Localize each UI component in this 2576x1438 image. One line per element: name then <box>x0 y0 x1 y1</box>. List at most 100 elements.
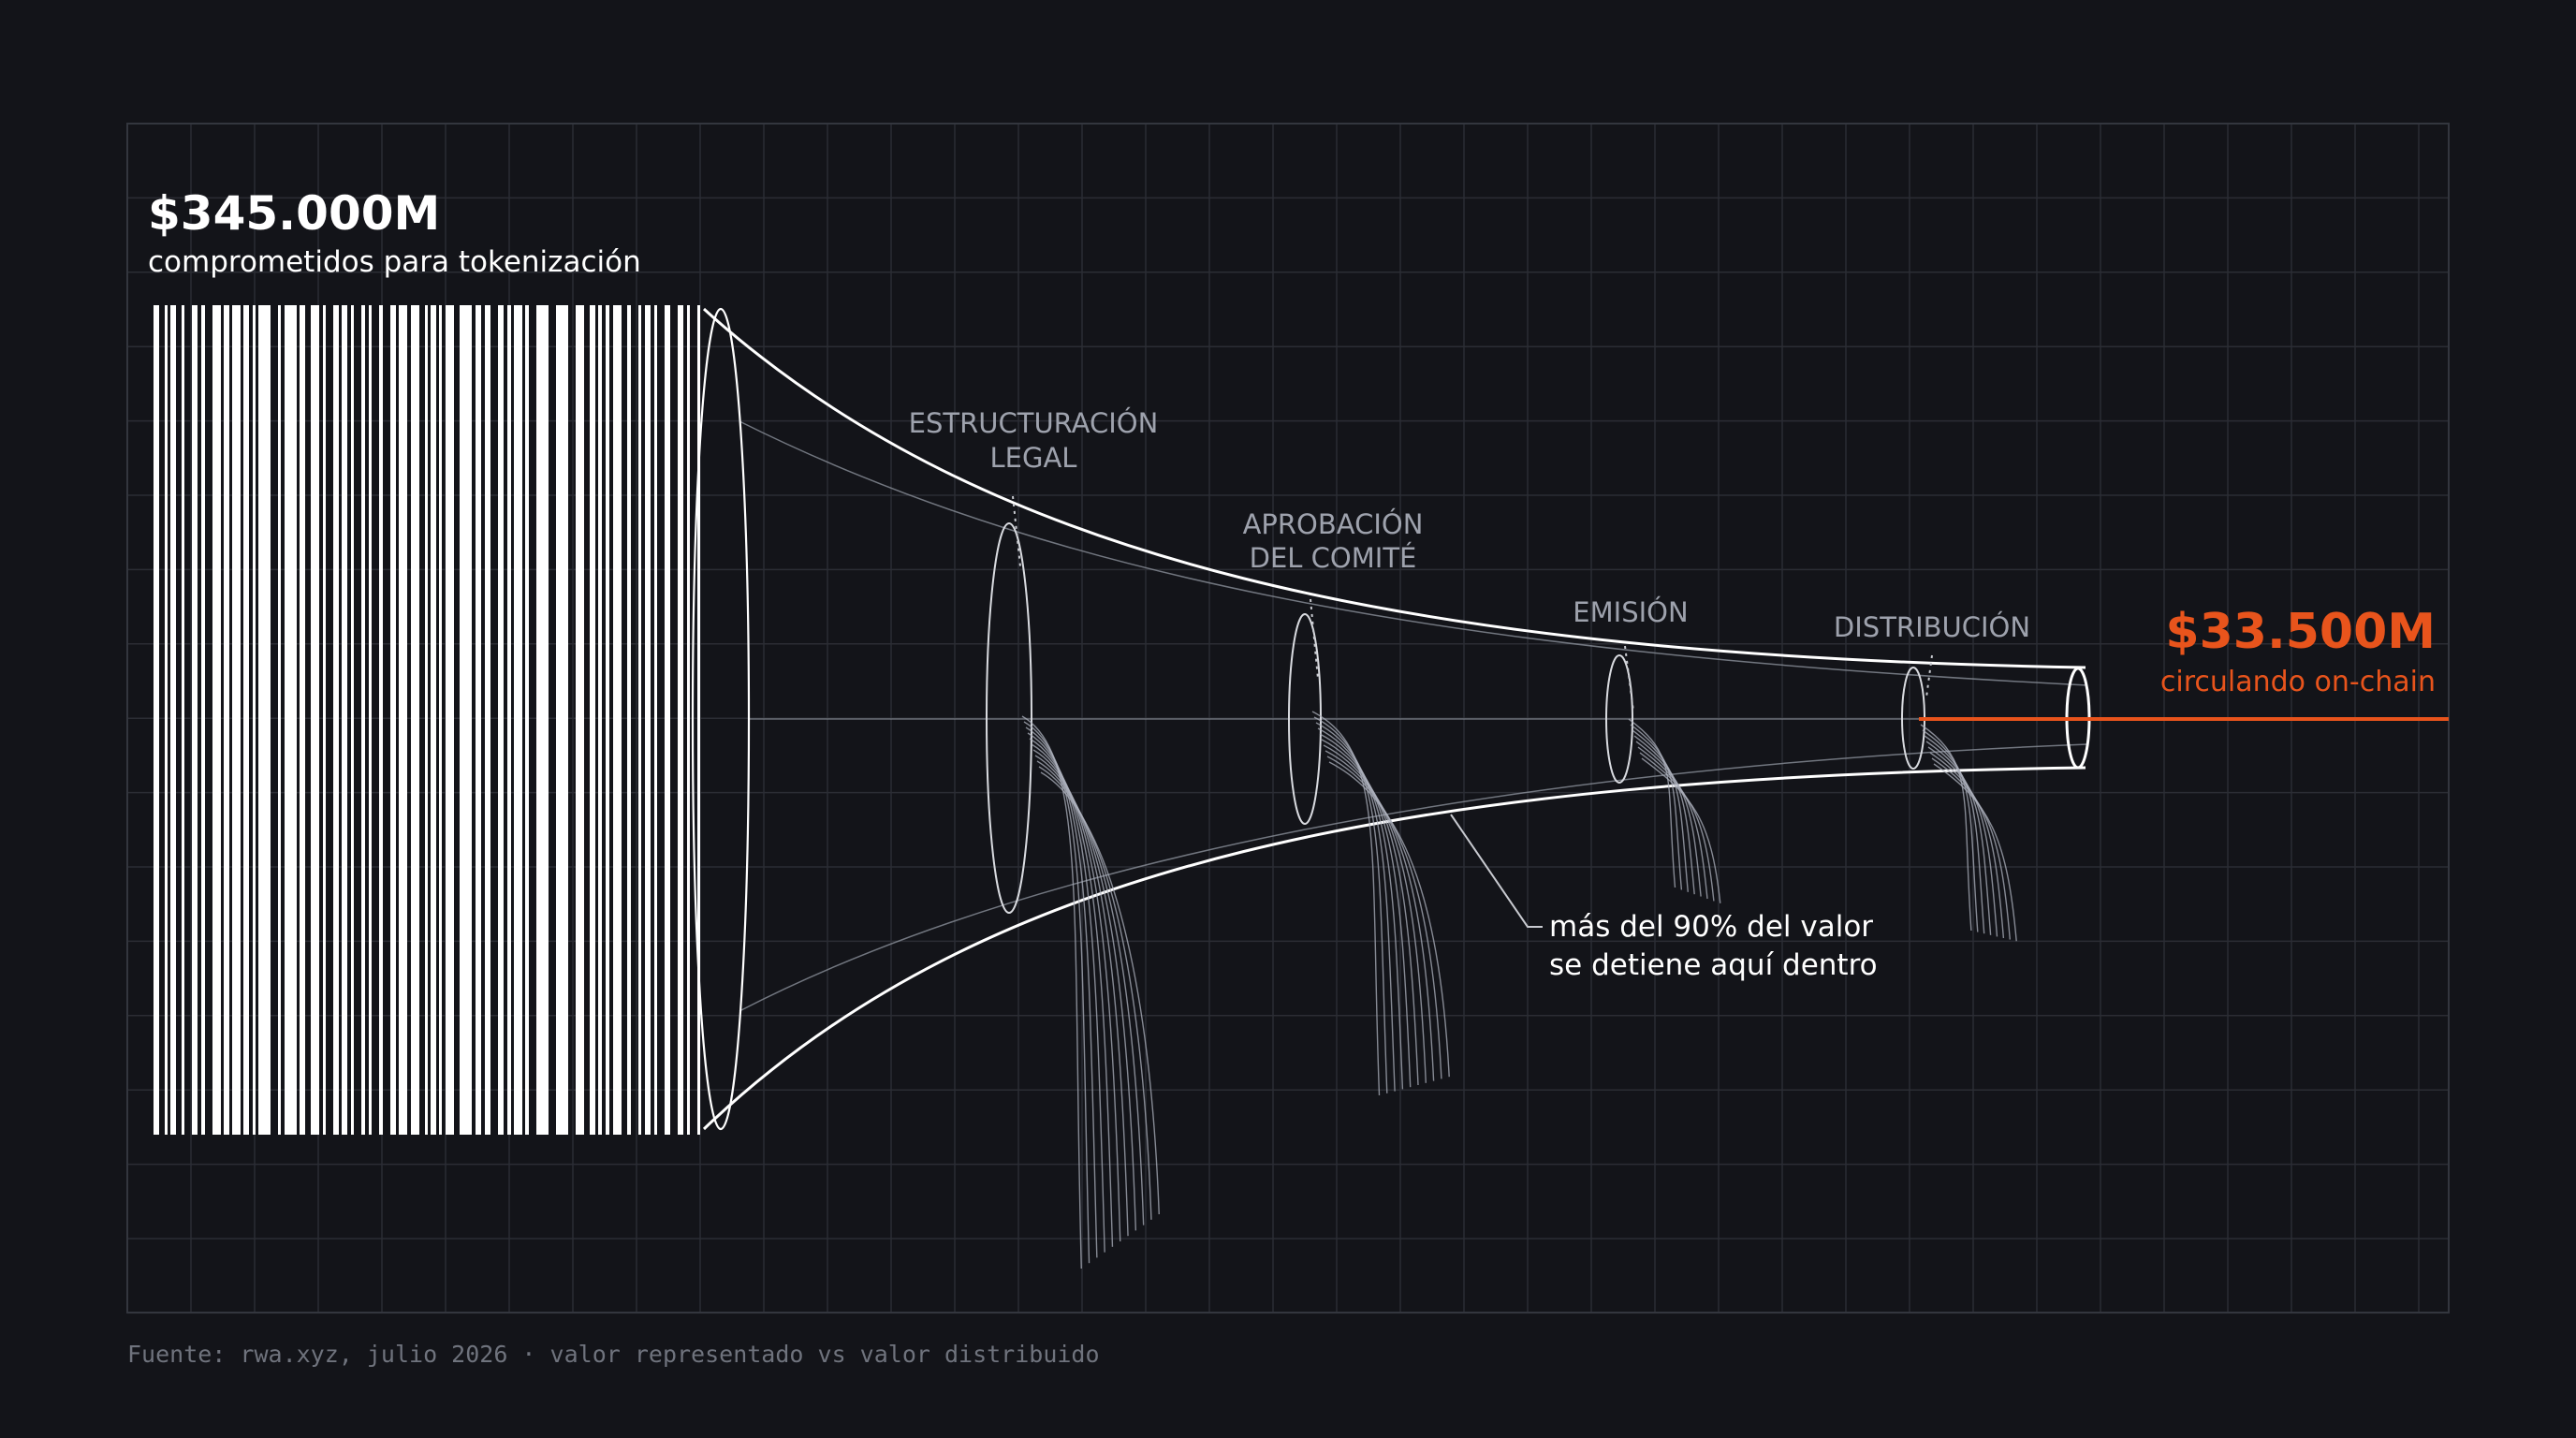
barcode-bar <box>678 305 683 1135</box>
leak-stream-line <box>1639 752 1715 902</box>
leak-stream-line <box>1933 763 2017 942</box>
barcode-bar <box>342 305 347 1135</box>
barcode-bar <box>613 305 622 1135</box>
barcode-bar <box>514 305 522 1135</box>
leak-stream-line <box>1922 729 1979 932</box>
leak-stream-line <box>1021 715 1082 1269</box>
barcode-bar <box>311 305 319 1135</box>
barcode-bar <box>323 305 326 1135</box>
barcode-bar <box>425 305 428 1135</box>
leak-stream-line <box>1038 766 1152 1220</box>
barcode-bar <box>525 305 529 1135</box>
leak-stream-line <box>1032 749 1129 1237</box>
barcode-bar <box>224 305 229 1135</box>
leak-stream-line <box>1929 752 2005 939</box>
barcode-bar <box>278 305 281 1135</box>
source-note: Fuente: rwa.xyz, julio 2026 · valor repr… <box>127 1341 1100 1368</box>
barcode-bar <box>431 305 436 1135</box>
on-chain-value: $33.500M <box>2165 604 2436 660</box>
barcode-bar <box>507 305 511 1135</box>
barcode-bar <box>606 305 609 1135</box>
barcode-bar <box>627 305 631 1135</box>
barcode-bar <box>369 305 372 1135</box>
stage-pointer-emision <box>1624 645 1634 712</box>
funnel-inner-guide-top <box>739 420 2088 686</box>
stage-label-estructuracion-line2: LEGAL <box>990 442 1077 474</box>
leak-stream-line <box>1025 726 1098 1258</box>
leak-stream-line <box>1328 761 1450 1078</box>
leak-stream-line <box>1034 755 1137 1231</box>
leak-stream-line <box>1641 757 1721 903</box>
funnel-bottom-edge <box>702 766 2086 1131</box>
leak-stream-line <box>1920 724 1972 932</box>
barcode-bar <box>192 305 198 1135</box>
value-leak-streams <box>1021 711 2017 1269</box>
stage-label-emision: EMISIÓN <box>1573 596 1688 628</box>
barcode-bar <box>645 305 651 1135</box>
leak-stream-line <box>1628 718 1676 888</box>
leak-stream-line <box>1317 727 1404 1090</box>
barcode-bar <box>379 305 383 1135</box>
leak-stream-line <box>1031 743 1121 1242</box>
barcode-bar <box>590 305 595 1135</box>
leak-stream-line <box>1325 750 1435 1081</box>
barcode-bar <box>485 305 490 1135</box>
barcode-bar <box>556 305 568 1135</box>
barcode-bar <box>460 305 472 1135</box>
barcode-bar <box>243 305 249 1135</box>
barcode-bar <box>182 305 184 1135</box>
leak-stream-line <box>1319 733 1412 1088</box>
barcode-bar <box>232 305 241 1135</box>
leak-stream-line <box>1326 756 1442 1079</box>
barcode-bar <box>201 305 205 1135</box>
barcode-bar <box>687 305 690 1135</box>
barcode-bar <box>576 305 584 1135</box>
barcode-bar <box>476 305 481 1135</box>
leak-stream-line <box>1633 735 1695 895</box>
leak-stream-line <box>1029 738 1114 1247</box>
barcode-bar <box>333 305 339 1135</box>
funnel <box>691 307 2091 1131</box>
leak-stream-line <box>1637 746 1708 900</box>
barcode-bar <box>498 305 504 1135</box>
funnel-inner-guide-bottom <box>739 743 2088 1012</box>
committed-value: $345.000M <box>148 186 440 241</box>
leak-stream-line <box>1040 771 1160 1215</box>
barcode-bar <box>411 305 419 1135</box>
barcode-bar <box>665 305 670 1135</box>
leak-stream-line <box>1635 741 1702 897</box>
leak-stream-line <box>1311 711 1381 1096</box>
leak-stream-line <box>1924 735 1985 934</box>
funnel-top-edge <box>702 307 2086 669</box>
leak-stream-line <box>1323 744 1427 1083</box>
leak-stream-line <box>1931 757 2011 940</box>
on-chain-caption: circulando on-chain <box>2160 666 2436 698</box>
stage-label-estructuracion-line1: ESTRUCTURACIÓN <box>909 407 1159 439</box>
leak-stream-line <box>1023 721 1090 1264</box>
leak-stream-line <box>1321 739 1419 1086</box>
leak-stream-line <box>1313 716 1388 1093</box>
barcode-bar <box>253 305 256 1135</box>
stage-ring-emision <box>1605 654 1633 784</box>
committed-value-barcode <box>154 305 700 1135</box>
funnel-mouth <box>691 307 751 1131</box>
leak-stream-line <box>1315 722 1396 1092</box>
committed-caption: comprometidos para tokenización <box>148 245 641 279</box>
barcode-bar <box>170 305 176 1135</box>
leak-stream-line <box>1027 732 1105 1253</box>
stage-label-aprobacion-line2: DEL COMITÉ <box>1250 542 1417 574</box>
barcode-bar <box>654 305 657 1135</box>
annotation-leader-line <box>1450 814 1543 928</box>
leak-stream-line <box>1927 746 1998 937</box>
barcode-bar <box>446 305 454 1135</box>
leak-stream-line <box>1036 760 1145 1225</box>
annotation-line1: más del 90% del valor <box>1549 910 1873 944</box>
barcode-bar <box>154 305 159 1135</box>
barcode-bar <box>598 305 602 1135</box>
stage-ring-estructuracion <box>986 522 1032 914</box>
barcode-bar <box>285 305 297 1135</box>
annotation-line2: se detiene aquí dentro <box>1549 948 1878 982</box>
barcode-bar <box>361 305 365 1135</box>
barcode-bar <box>351 305 354 1135</box>
